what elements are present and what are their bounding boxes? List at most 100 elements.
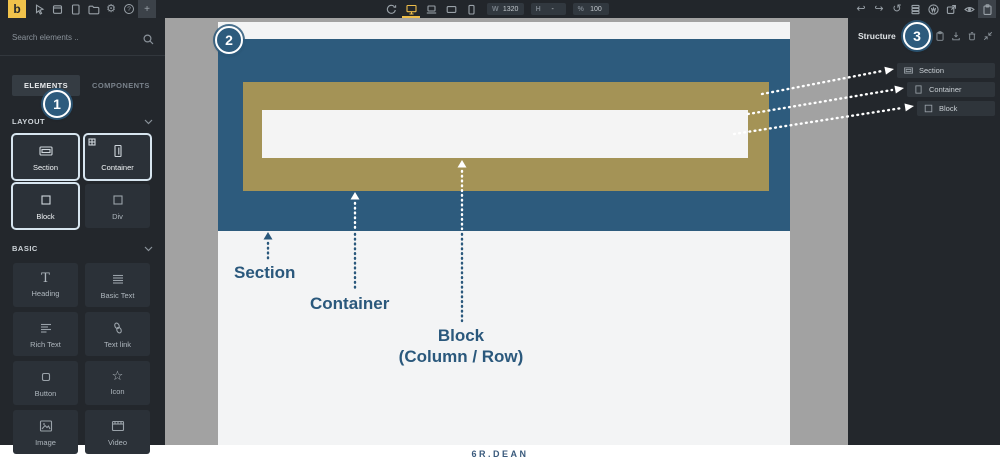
star-element-icon: ☆ [111, 369, 124, 384]
element-tile-text-link[interactable]: Text link [85, 312, 150, 356]
preview-eye-icon[interactable] [960, 0, 978, 18]
builder-logo[interactable]: b [8, 0, 26, 18]
tile-label: Image [35, 437, 56, 447]
help-icon[interactable]: ? [120, 0, 138, 18]
video-element-icon [111, 420, 124, 431]
step-badge-3: 3 [903, 22, 931, 50]
device-phone-icon[interactable] [462, 0, 480, 18]
element-tile-image[interactable]: Image [13, 410, 78, 454]
undo-icon[interactable]: ↩ [856, 2, 866, 15]
history-icon[interactable]: ↺ [892, 2, 902, 15]
image-element-icon [39, 419, 52, 432]
tile-label: Icon [110, 387, 125, 396]
button-element-icon [41, 372, 50, 381]
redo-icon[interactable]: ↪ [874, 2, 884, 15]
device-laptop-icon[interactable] [422, 0, 440, 18]
grid-corner-icon [88, 138, 96, 146]
layers-stack-icon[interactable] [906, 0, 924, 18]
elements-sidebar: ELEMENTS COMPONENTS LAYOUT Section Conta… [0, 18, 165, 454]
tile-label: Div [112, 211, 123, 221]
section-element-icon [38, 145, 53, 156]
element-tile-container[interactable]: Container [85, 135, 150, 179]
save-icon[interactable] [978, 0, 996, 18]
element-tile-section[interactable]: Section [13, 135, 78, 179]
tab-components[interactable]: COMPONENTS [92, 80, 150, 90]
element-tile-div[interactable]: Div [85, 184, 150, 228]
wordpress-icon[interactable] [924, 0, 942, 18]
clipboard-icon[interactable] [933, 29, 946, 42]
structure-row-section[interactable]: Section [897, 63, 995, 78]
element-tile-basic-text[interactable]: Basic Text [85, 263, 150, 307]
trash-icon[interactable] [965, 29, 978, 42]
document-icon[interactable] [66, 0, 84, 18]
structure-row-label: Section [919, 66, 945, 75]
search-icon[interactable] [142, 33, 155, 51]
structure-row-block[interactable]: Block [917, 101, 995, 116]
chevron-down-icon [144, 119, 153, 124]
tile-label: Text link [103, 339, 132, 349]
structure-panel-title: Structure [858, 31, 896, 41]
top-toolbar: b ⚙ ? + [0, 0, 1000, 18]
pointer-icon[interactable] [30, 0, 48, 18]
tile-label: Basic Text [100, 290, 135, 300]
annotation-block-line1: Block [437, 326, 485, 345]
element-tile-icon[interactable]: ☆ Icon [85, 361, 150, 405]
width-value: 1320 [502, 5, 519, 13]
external-link-icon[interactable] [942, 0, 960, 18]
height-field[interactable]: H - [530, 3, 566, 15]
canvas-block-element[interactable] [262, 110, 748, 158]
element-tile-video[interactable]: Video [85, 410, 150, 454]
basic-section-title: BASIC [12, 244, 38, 253]
basic-section-header[interactable]: BASIC [12, 244, 153, 253]
tab-elements[interactable]: ELEMENTS [12, 74, 81, 96]
step-badge-2: 2 [215, 26, 243, 54]
add-element-icon[interactable]: + [138, 0, 156, 18]
zoom-field[interactable]: % 100 [572, 3, 609, 15]
block-node-icon [924, 104, 933, 113]
tile-label: Video [107, 437, 128, 447]
tile-label: Rich Text [30, 339, 61, 349]
brand-logo: 6R.DEAN [471, 449, 529, 459]
refresh-icon[interactable] [382, 0, 400, 18]
import-icon[interactable] [949, 29, 962, 42]
container-node-icon [915, 85, 922, 94]
annotation-label-container: Container [310, 294, 390, 313]
annotation-label-section: Section [234, 263, 296, 282]
structure-row-container[interactable]: Container [907, 82, 995, 97]
chevron-down-icon [144, 246, 153, 251]
browser-mode-icon[interactable] [48, 0, 66, 18]
annotation-label-block: Block (Column / Row) [399, 325, 524, 368]
element-tile-block[interactable]: Block [13, 184, 78, 228]
block-element-icon [40, 194, 51, 205]
tile-label: Button [34, 388, 57, 398]
structure-row-label: Block [939, 104, 958, 113]
tile-label: Section [32, 162, 59, 172]
zoom-value: 100 [590, 5, 602, 13]
structure-panel: Structure Section Container Block [848, 18, 1000, 445]
search-input[interactable] [12, 33, 132, 42]
height-label: H [535, 5, 541, 13]
element-tile-heading[interactable]: T Heading [13, 263, 78, 307]
text-link-element-icon [113, 322, 122, 333]
element-tile-rich-text[interactable]: Rich Text [13, 312, 78, 356]
rich-text-element-icon [40, 323, 51, 333]
collapse-icon[interactable] [981, 29, 994, 42]
folder-icon[interactable] [84, 0, 102, 18]
div-element-icon [112, 194, 123, 205]
device-desktop-icon[interactable] [402, 0, 420, 18]
basic-text-element-icon [112, 274, 123, 284]
structure-row-label: Container [929, 85, 962, 94]
layout-section-header[interactable]: LAYOUT [12, 117, 153, 126]
settings-gear-icon[interactable]: ⚙ [106, 2, 116, 15]
device-tablet-icon[interactable] [442, 0, 460, 18]
tile-label: Block [36, 211, 55, 221]
search-row [0, 28, 165, 56]
tile-label: Container [101, 162, 134, 172]
container-element-icon [113, 144, 122, 157]
width-field[interactable]: W 1320 [487, 3, 524, 15]
heading-element-icon: T [41, 271, 50, 286]
height-value: - [551, 5, 554, 13]
element-tile-button[interactable]: Button [13, 361, 78, 405]
tile-label: Heading [31, 289, 60, 298]
